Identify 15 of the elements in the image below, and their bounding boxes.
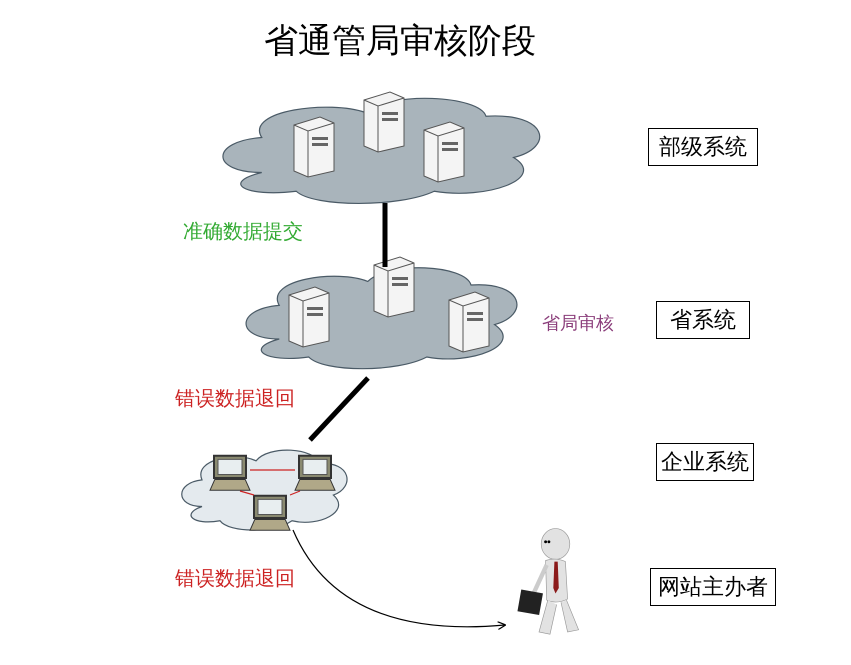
connector-line: [290, 490, 300, 496]
connector-line: [250, 469, 295, 471]
label-box: 网站主办者: [650, 568, 776, 606]
label-box: 部级系统: [648, 128, 758, 166]
laptop-icon: [295, 455, 335, 491]
label-box: 企业系统: [656, 443, 754, 481]
laptop-icon: [250, 495, 290, 531]
arrow: [292, 530, 506, 630]
side-label: 省局审核: [542, 312, 614, 335]
connector-line: [308, 376, 370, 442]
title: 省通管局审核阶段: [263, 20, 537, 63]
connector-line: [240, 490, 254, 496]
label-box: 省系统: [656, 301, 750, 339]
connector-line: [382, 203, 388, 267]
laptop-icon: [210, 455, 250, 491]
